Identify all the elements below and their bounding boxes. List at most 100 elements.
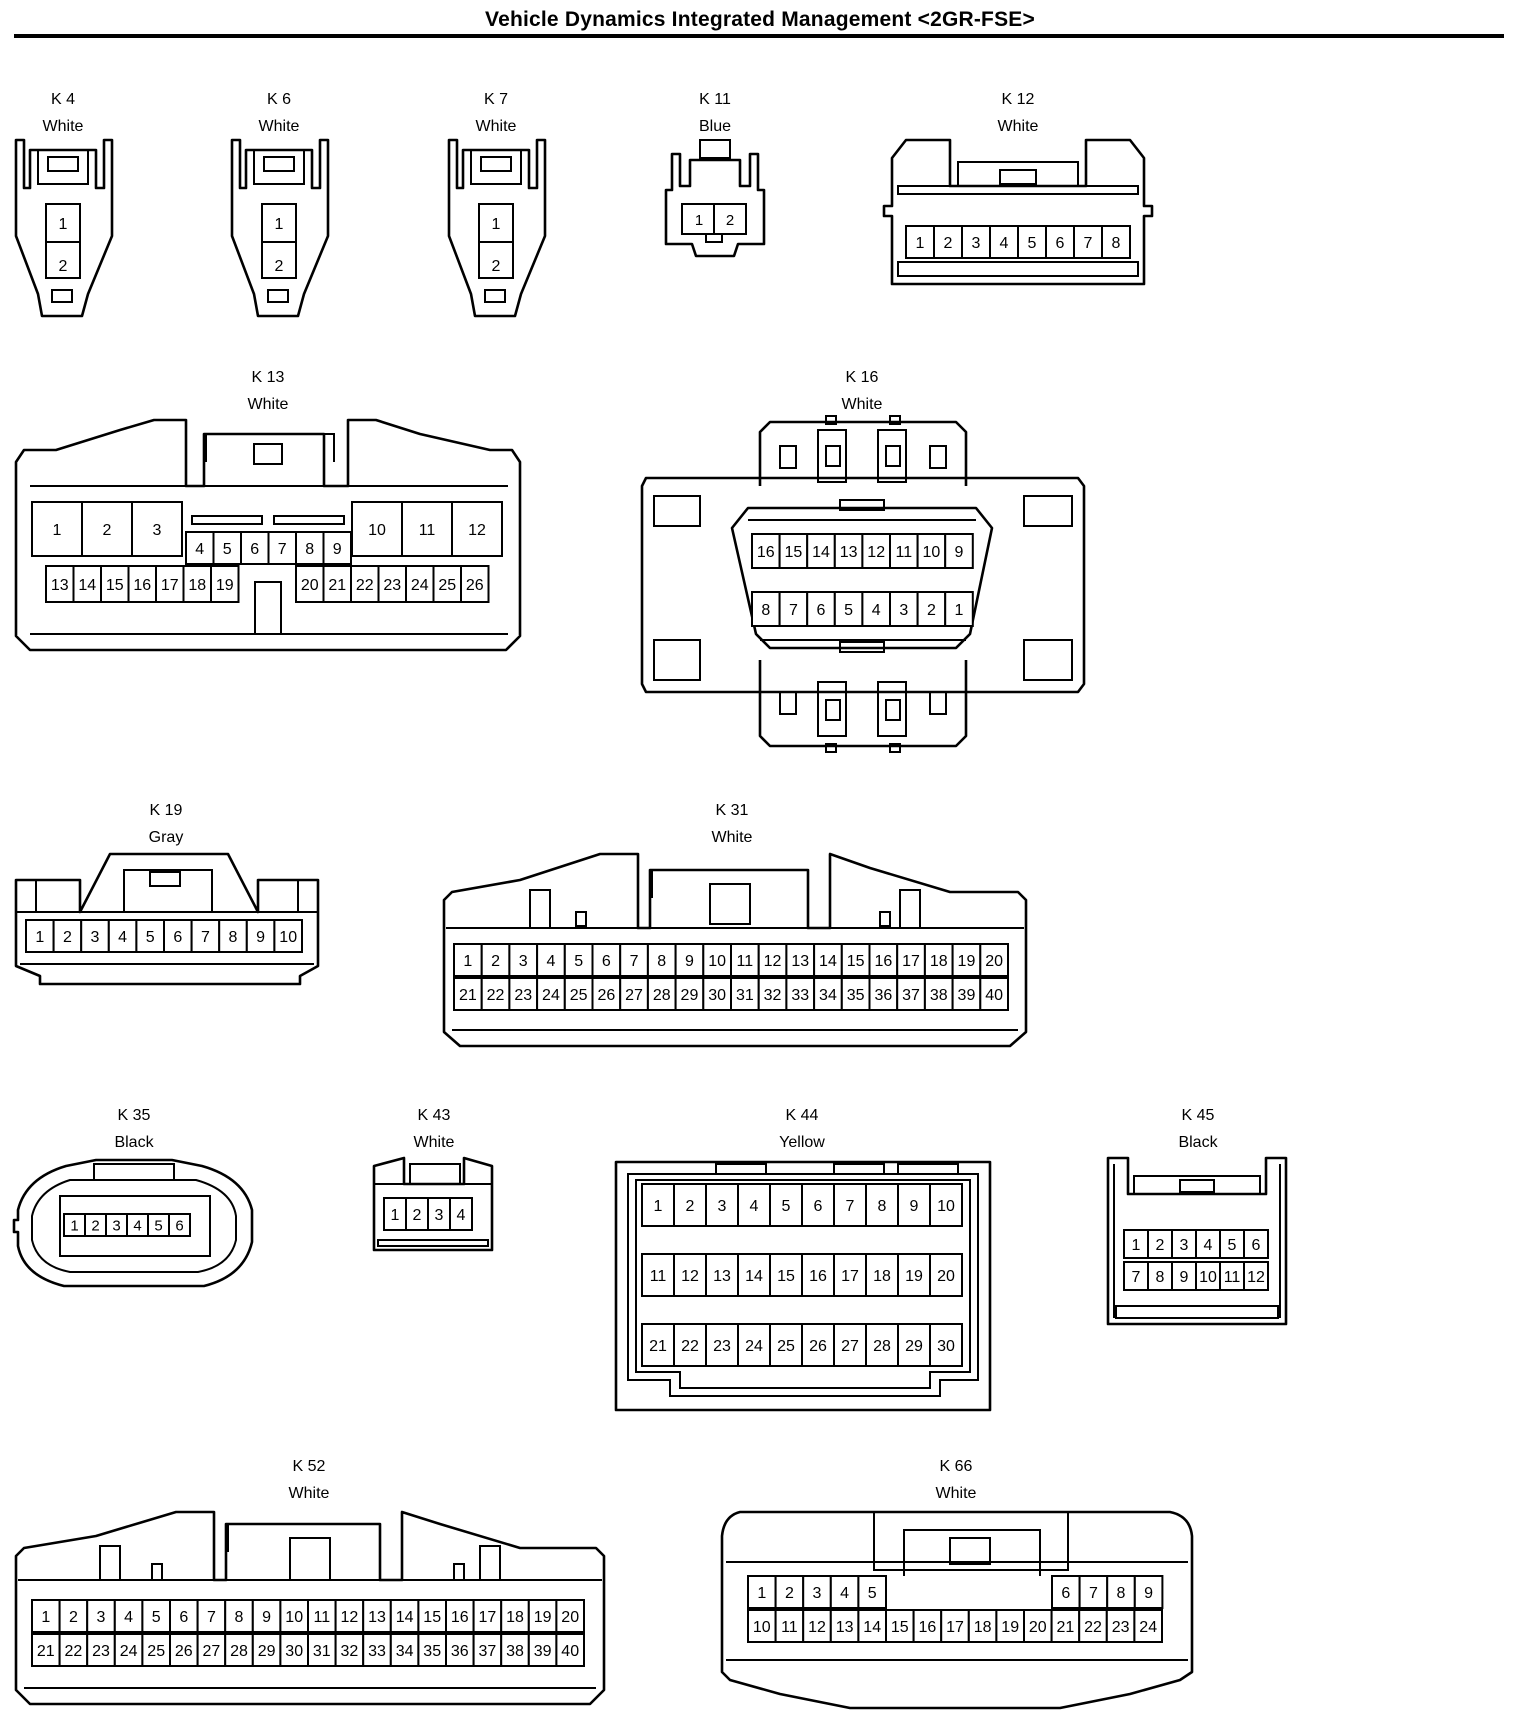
pin-16: 16 (133, 577, 151, 594)
pin-19: 19 (958, 953, 976, 970)
pin-cavity (591, 943, 622, 977)
pin-cavity (591, 977, 622, 1011)
connector-color: Gray (149, 829, 184, 846)
latch-block (758, 420, 968, 486)
pin-cavity (989, 225, 1019, 259)
pin-16: 16 (757, 544, 775, 561)
pin-1: 1 (463, 953, 472, 970)
title-rule (14, 34, 1504, 38)
pin-cavity (210, 565, 240, 603)
pin-cavity (1105, 1609, 1136, 1643)
pin-32: 32 (764, 987, 782, 1004)
pin-3: 3 (813, 1585, 822, 1602)
connector-housing (720, 1510, 1194, 1710)
pin-19: 19 (216, 577, 234, 594)
pin-cavity (961, 225, 991, 259)
latch (123, 869, 213, 912)
pin-39: 39 (958, 987, 976, 1004)
pin-cavity (785, 943, 816, 977)
pin-18: 18 (506, 1609, 524, 1626)
terminal-slot (484, 289, 506, 303)
pin-2: 2 (413, 1207, 422, 1224)
pin-10: 10 (368, 522, 386, 539)
pin-39: 39 (534, 1643, 552, 1660)
pin-cavity (673, 1183, 707, 1227)
connector-label: K 66 (940, 1458, 973, 1475)
pin-14: 14 (396, 1609, 414, 1626)
pin-30: 30 (708, 987, 726, 1004)
connector-housing (664, 152, 766, 258)
pin-cavity (72, 565, 102, 603)
pin-1: 1 (275, 216, 284, 233)
pin-9: 9 (910, 1198, 919, 1215)
latch (957, 161, 1079, 186)
pin-1: 1 (757, 1585, 766, 1602)
pin-16: 16 (874, 953, 892, 970)
pin-20: 20 (937, 1268, 955, 1285)
pin-14: 14 (819, 953, 837, 970)
connector-housing (14, 138, 114, 318)
pin-3: 3 (1180, 1237, 1189, 1254)
pin-7: 7 (789, 602, 798, 619)
pin-20: 20 (985, 953, 1003, 970)
pin-cavity (705, 1323, 739, 1367)
pin-11: 11 (313, 1609, 330, 1626)
pin-30: 30 (285, 1643, 303, 1660)
pin-cavity (806, 533, 836, 569)
connector-label: K 31 (716, 802, 749, 819)
pin-cavity (322, 565, 352, 603)
connector-housing (447, 138, 547, 318)
pin-6: 6 (179, 1609, 188, 1626)
pin-3: 3 (519, 953, 528, 970)
pin-17: 17 (161, 577, 179, 594)
pin-1: 1 (916, 235, 925, 252)
pin-cavity (774, 1575, 805, 1609)
pin-30: 30 (937, 1338, 955, 1355)
pin-31: 31 (313, 1643, 331, 1660)
pin-9: 9 (256, 929, 265, 946)
pin-17: 17 (479, 1609, 497, 1626)
connector-color: White (998, 118, 1039, 135)
pin-25: 25 (438, 577, 456, 594)
pin-cavity (705, 1183, 739, 1227)
pin-cavity (769, 1323, 803, 1367)
pin-3: 3 (112, 1217, 120, 1234)
pin-17: 17 (902, 953, 920, 970)
pin-7: 7 (1084, 235, 1093, 252)
pin-cavity (897, 1253, 931, 1297)
pin-7: 7 (846, 1198, 855, 1215)
connector-label: K 45 (1182, 1107, 1215, 1124)
pin-11: 11 (737, 953, 754, 970)
connector-label: K 16 (846, 369, 879, 386)
pin-6: 6 (175, 1217, 183, 1234)
pin-cavity (979, 977, 1009, 1011)
pin-19: 19 (905, 1268, 923, 1285)
pin-20: 20 (301, 577, 319, 594)
pin-1: 1 (35, 929, 44, 946)
pin-5: 5 (146, 929, 155, 946)
pin-8: 8 (305, 541, 314, 558)
pin-cavity (508, 943, 539, 977)
pin-23: 23 (713, 1338, 731, 1355)
terminal-slot (51, 289, 73, 303)
pin-28: 28 (873, 1338, 891, 1355)
pin-21: 21 (1057, 1619, 1075, 1636)
pin-14: 14 (78, 577, 96, 594)
pin-6: 6 (250, 541, 259, 558)
pin-8: 8 (1117, 1585, 1126, 1602)
pin-cavity (940, 1609, 970, 1643)
pin-26: 26 (466, 577, 484, 594)
pin-8: 8 (761, 602, 770, 619)
pin-18: 18 (873, 1268, 891, 1285)
pin-16: 16 (451, 1609, 469, 1626)
pin-cavity (279, 1599, 309, 1633)
pin-cavity (1078, 1609, 1108, 1643)
